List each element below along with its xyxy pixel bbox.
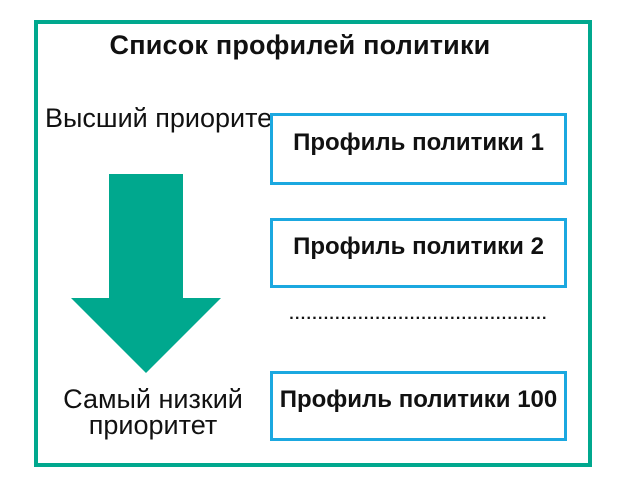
lowest-priority-label: Самый низкий приоритет (58, 384, 248, 440)
policy-profile-box-2: Профиль политики 2 (270, 218, 567, 288)
highest-priority-label: Высший приоритет (45, 103, 284, 133)
lowest-priority-line1: Самый низкий (63, 384, 243, 414)
diagram-frame (34, 20, 592, 467)
lowest-priority-line2: приоритет (88, 410, 218, 440)
policy-profile-box-1: Профиль политики 1 (270, 113, 567, 185)
priority-down-arrow-icon (71, 174, 221, 373)
policy-profile-box-100: Профиль политики 100 (270, 371, 567, 441)
diagram-title: Список профилей политики (109, 30, 491, 60)
ellipsis-dots: ........................................… (289, 306, 548, 323)
